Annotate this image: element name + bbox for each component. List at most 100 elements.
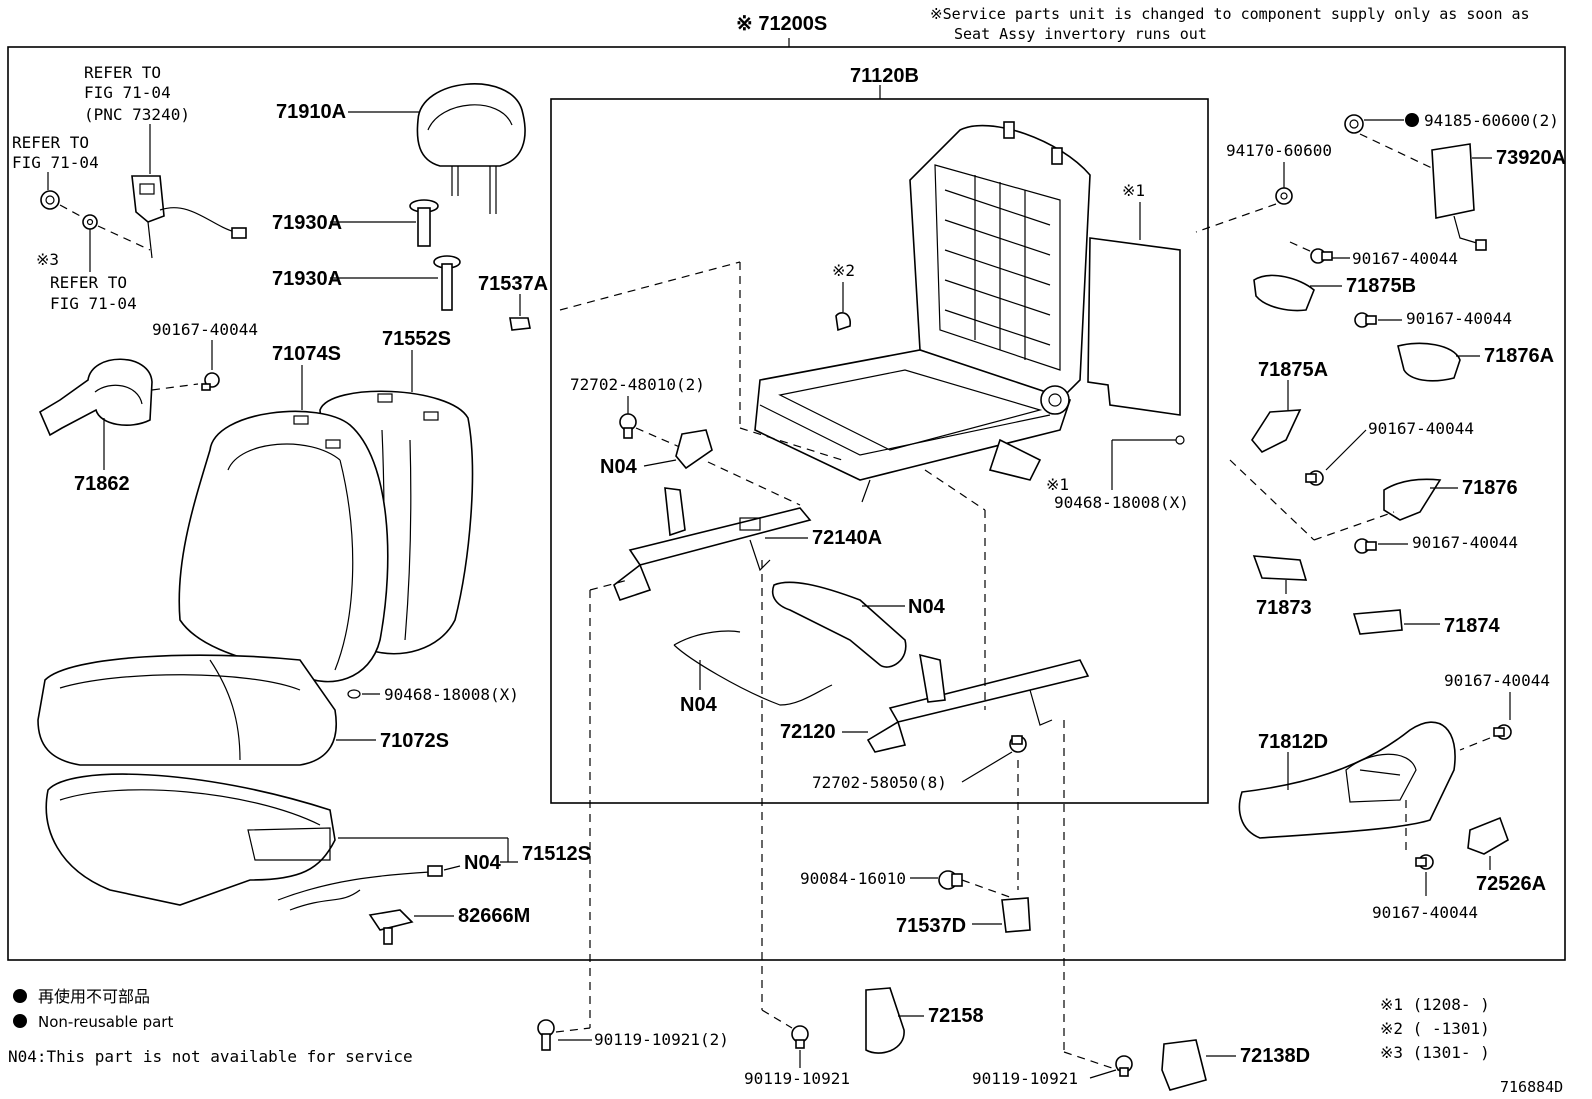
seat-frame-icon	[754, 121, 1091, 503]
label-n04-c: N04	[680, 694, 718, 716]
connector-icon	[368, 909, 414, 945]
legend-n04: N04:This part is not available for servi…	[8, 1047, 413, 1066]
label-71875B: 71875B	[1346, 275, 1416, 297]
main-assembly-label: ※ 71200S	[736, 13, 827, 35]
washer-icon	[82, 214, 98, 230]
label-71873: 71873	[1256, 597, 1312, 619]
clip-icon	[835, 312, 851, 332]
lever-icon	[771, 581, 907, 668]
label-71930A-upper: 71930A	[272, 212, 342, 234]
release-wire-icon	[673, 630, 833, 706]
label-71874: 71874	[1444, 615, 1500, 637]
label-71512S: 71512S	[522, 843, 591, 865]
seat-track-inner-icon	[866, 653, 1090, 753]
label-71876A: 71876A	[1484, 345, 1554, 367]
cover-72138D-icon	[1161, 1039, 1207, 1091]
note-2: ※2 ( -1301)	[1380, 1019, 1490, 1038]
tag-clip-icon	[509, 317, 531, 331]
label-n04-b: N04	[908, 596, 946, 618]
cover-71875B-icon	[1253, 274, 1315, 312]
label-72702-48010: 72702-48010(2)	[570, 375, 705, 394]
refer-c-line1: REFER TO	[50, 273, 127, 292]
cover-72158-icon	[865, 987, 905, 1054]
label-71910A: 71910A	[276, 101, 346, 123]
frame-assembly-label: 71120B	[850, 65, 919, 87]
label-71072S: 71072S	[380, 730, 449, 752]
screw-r3-icon	[1305, 470, 1324, 486]
knob-72526A-icon	[1467, 816, 1509, 855]
cushion-pad-icon	[45, 773, 336, 906]
label-71537D: 71537D	[896, 915, 966, 937]
label-90167-topleft: 90167-40044	[152, 320, 258, 339]
refer-b-line2: FIG 71-04	[12, 153, 99, 172]
label-90167-r6: 90167-40044	[1372, 903, 1478, 922]
label-72702-58050: 72702-58050(8)	[812, 773, 947, 792]
label-90119-b: 90119-10921	[744, 1069, 850, 1088]
screw-r6-icon	[1415, 854, 1434, 870]
figure-id: 716884D	[1500, 1078, 1563, 1096]
headrest-icon	[416, 83, 526, 214]
wire-harness-icon	[277, 865, 443, 911]
refer-a-line1: REFER TO	[84, 63, 161, 82]
label-73920A: 73920A	[1496, 147, 1566, 169]
non-reusable-bullet-icon	[13, 989, 27, 1003]
note-1: ※1 (1208- )	[1380, 995, 1490, 1014]
screw-r4-icon	[1354, 538, 1377, 554]
cover-71876A-icon	[1397, 342, 1461, 382]
diagram-border	[7, 46, 1566, 961]
refer-c-mark: ※3	[36, 250, 59, 269]
refer-b-line1: REFER TO	[12, 133, 89, 152]
label-71875A: 71875A	[1258, 359, 1328, 381]
note-3: ※3 (1301- )	[1380, 1043, 1490, 1062]
label-n04-cushion: N04	[464, 852, 502, 874]
label-72158: 72158	[928, 1005, 984, 1027]
screw-r1-icon	[1310, 248, 1333, 264]
label-90084: 90084-16010	[800, 869, 906, 888]
refer-a-line2: FIG 71-04	[84, 83, 171, 102]
service-note-line2: Seat Assy invertory runs out	[954, 25, 1207, 43]
label-72140A: 72140A	[812, 527, 882, 549]
seatback-cover-icon	[178, 410, 389, 683]
non-reusable-mark-icon	[1405, 113, 1419, 127]
note1-mark-top: ※1	[1122, 181, 1145, 200]
legend-en: Non-reusable part	[38, 1013, 173, 1031]
label-90167-r2: 90167-40044	[1406, 309, 1512, 328]
clip-71873-icon	[1252, 555, 1308, 581]
seat-belt-buckle-icon	[131, 175, 247, 259]
label-90167-r5: 90167-40044	[1444, 671, 1550, 690]
label-90167-r3: 90167-40044	[1368, 419, 1474, 438]
label-90167-r4: 90167-40044	[1412, 533, 1518, 552]
recliner-cover-icon	[38, 358, 153, 437]
bolt-90119-b-icon	[791, 1025, 809, 1049]
note2-mark: ※2	[832, 261, 855, 280]
label-71930A-lower: 71930A	[272, 268, 342, 290]
label-71812D: 71812D	[1258, 731, 1328, 753]
label-71074S: 71074S	[272, 343, 341, 365]
label-90119-c: 90119-10921	[972, 1069, 1078, 1088]
bolt-track-icon	[1009, 735, 1027, 753]
label-71552S: 71552S	[382, 328, 451, 350]
service-note-line1: ※Service parts unit is changed to compon…	[930, 5, 1530, 23]
headrest-support-lock-icon	[433, 255, 461, 311]
screw-r2-icon	[1354, 312, 1377, 328]
clip-71874-icon	[1352, 609, 1403, 635]
nut-94185-icon	[1344, 114, 1364, 134]
label-82666M: 82666M	[458, 905, 530, 927]
label-72526A: 72526A	[1476, 873, 1546, 895]
seat-track-icon	[613, 487, 812, 601]
non-reusable-bullet-icon-2	[13, 1014, 27, 1028]
bolt-icon	[619, 413, 637, 439]
legend-jp: 再使用不可部品	[38, 987, 150, 1006]
label-71862: 71862	[74, 473, 130, 495]
refer-c-line2: FIG 71-04	[50, 294, 137, 313]
label-n04-a: N04	[600, 456, 638, 478]
screw-r5-icon	[1493, 724, 1512, 740]
nut-94170-icon	[1275, 187, 1293, 205]
label-94185: 94185-60600(2)	[1424, 111, 1559, 130]
headrest-support-icon	[409, 199, 439, 247]
side-shield-icon	[1238, 721, 1456, 839]
anchor-nut-icon	[40, 190, 60, 210]
label-71876: 71876	[1462, 477, 1518, 499]
refer-a-line3: (PNC 73240)	[84, 105, 190, 124]
